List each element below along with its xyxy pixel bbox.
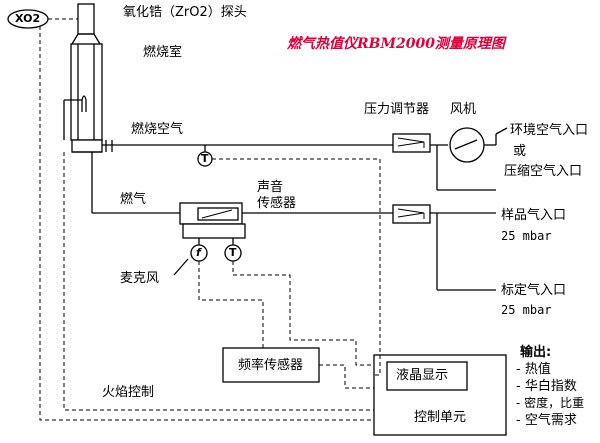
sound-sensor-label-2: 传感器 <box>257 196 297 211</box>
sensor-mount <box>182 223 246 239</box>
output-item: - 密度，比重 <box>516 396 585 410</box>
output-item: - 空气需求 <box>516 413 577 428</box>
chamber-label: 燃烧室 <box>143 45 183 60</box>
lcd-display <box>386 361 468 391</box>
pressure-regulator-label: 压力调节器 <box>364 102 430 117</box>
fuel-gas-label: 燃气 <box>120 192 147 207</box>
air-temp-symbol: T <box>201 152 209 165</box>
or-label: 或 <box>513 144 527 159</box>
chamber-top-cone <box>71 33 101 45</box>
frequency-sensor <box>222 347 320 383</box>
control-unit-label: 控制单元 <box>414 410 467 425</box>
diagram-title: 燃气热值仪RBM2000测量原理图 <box>287 36 505 52</box>
frequency-sensor-label: 频率传感器 <box>238 358 304 373</box>
flame-control-label: 火焰控制 <box>102 385 155 400</box>
ambient-air-inlet-label: 环境空气入口 <box>510 123 589 138</box>
burner-flame-icon <box>81 95 87 112</box>
mic-signal-line <box>198 261 264 348</box>
outputs-header: 输出: <box>520 345 552 360</box>
sample-gas-pressure-label: 25 mbar <box>501 229 552 243</box>
probe-label: 氧化锆（ZrO2）探头 <box>123 5 247 20</box>
air-temp-signal-line <box>212 158 381 376</box>
sound-sensor-label-1: 声音 <box>257 180 284 195</box>
chamber-base <box>71 139 103 153</box>
output-item: - 热值 <box>516 362 551 377</box>
xo2-label: XO2 <box>15 12 41 25</box>
cal-gas-inlet-label: 标定气入口 <box>501 283 567 298</box>
output-item: - 华白指数 <box>516 379 577 394</box>
combustion-air-label: 燃烧空气 <box>131 122 184 137</box>
zro2-probe <box>77 3 95 35</box>
cal-gas-pressure-label: 25 mbar <box>501 303 552 317</box>
fan-icon <box>449 127 485 163</box>
gas-temp-symbol: T <box>229 246 237 259</box>
combustion-chamber <box>70 43 103 141</box>
fan-label: 风机 <box>450 102 477 117</box>
microphone-label: 麦克风 <box>120 271 160 286</box>
lcd-display-label: 液晶显示 <box>396 368 449 383</box>
gas-temp-signal-line <box>232 261 374 366</box>
flame-control-line <box>63 152 374 411</box>
frequency-signal-line <box>319 364 374 389</box>
mic-symbol: f <box>196 246 201 259</box>
sample-gas-inlet-label: 样品气入口 <box>501 208 567 223</box>
compressed-air-inlet-label: 压缩空气入口 <box>504 164 583 179</box>
